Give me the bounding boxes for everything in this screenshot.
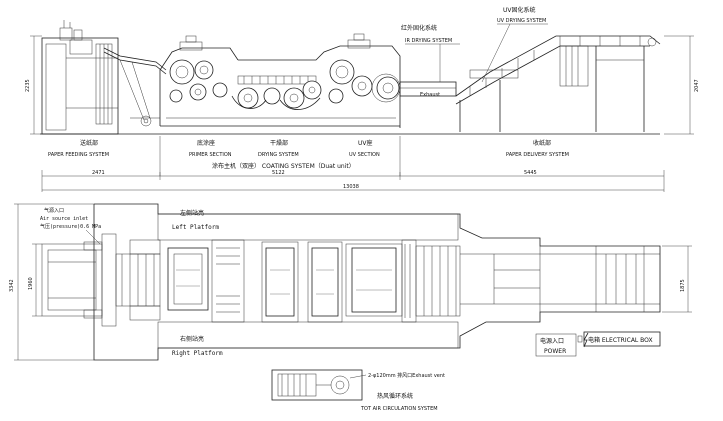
drying-label-en: DRYING SYSTEM xyxy=(258,152,299,158)
primer-rollers xyxy=(169,59,228,103)
hot-air-circulation-unit: 2-φ120mm 排风口Exhaust vent 热风循环系统 TOT AIR … xyxy=(271,369,445,412)
length-dimensions: 2471 5122 5445 13038 xyxy=(41,170,665,192)
width-dimension-outer: 3342 xyxy=(9,203,94,361)
uv-drying-callout: UV固化系统 UV DRYING SYSTEM xyxy=(481,6,548,83)
power-en: POWER xyxy=(544,348,566,355)
left-platform-cn: 左侧站亮 xyxy=(180,209,204,217)
dim-total: 13038 xyxy=(343,184,359,190)
uv-label-en: UV DRYING SYSTEM xyxy=(497,18,546,24)
plan-view: 左侧站亮 Left Platform 右侧站亮 Right Platform xyxy=(9,203,692,412)
air-source-inlet: 气源入口 Air source inlet 气压(pressure)0.6 MP… xyxy=(40,207,101,245)
coating-system-label: 涂布主机（双座） COATING SYSTEM（Duat unit） xyxy=(212,162,355,170)
feeding-label-en: PAPER FEEDING SYSTEM xyxy=(48,152,109,158)
delivery-label-cn: 收纸部 xyxy=(533,139,551,147)
coating-units-plan xyxy=(167,239,461,323)
air-pressure: 气压(pressure)0.6 MPa xyxy=(40,223,101,230)
feeding-label-cn: 送纸部 xyxy=(80,139,98,147)
power-inlet: 电源入口 POWER xyxy=(535,332,589,357)
uv-rollers xyxy=(328,59,400,104)
drying-rollers xyxy=(231,80,322,110)
right-platform-en: Right Platform xyxy=(172,350,223,357)
hot-air-en: TOT AIR CIRCULATION SYSTEM xyxy=(360,406,438,412)
ir-drying-callout: 红外固化系统 IR DRYING SYSTEM xyxy=(401,24,460,82)
right-platform-cn: 右侧站亮 xyxy=(180,335,204,343)
width-inner-label: 1960 xyxy=(28,277,34,290)
hot-air-cn: 热风循环系统 xyxy=(377,392,413,400)
air-inlet-cn: 气源入口 xyxy=(44,207,64,214)
uv-section-label-en: UV SECTION xyxy=(349,152,380,158)
width-dimension-inner: 1960 xyxy=(28,243,42,317)
width-outer-label: 3342 xyxy=(9,279,15,292)
electrical-box: 电箱 ELECTRICAL BOX xyxy=(583,331,661,347)
section-labels: 送纸部 PAPER FEEDING SYSTEM 底涂座 PRIMER SECT… xyxy=(48,136,569,176)
delivery-conveyor-plan xyxy=(460,246,660,312)
drying-label-cn: 干燥部 xyxy=(270,139,288,147)
left-platform-en: Left Platform xyxy=(172,224,219,231)
height-dimension-right: 2047 xyxy=(664,35,700,135)
left-platform: 左侧站亮 Left Platform xyxy=(157,209,459,241)
exhaust-vent-label: 2-φ120mm 排风口Exhaust vent xyxy=(368,372,445,379)
ir-label-cn: 红外固化系统 xyxy=(401,24,437,32)
exhaust-label: Exhaust xyxy=(420,92,440,98)
primer-label-en: PRIMER SECTION xyxy=(189,152,232,158)
power-cn: 电源入口 xyxy=(540,337,564,345)
delivery-label-en: PAPER DELIVERY SYSTEM xyxy=(506,152,569,158)
coating-unit-frame xyxy=(159,33,401,128)
height-right-label: 2047 xyxy=(694,79,700,92)
uv-section-label-cn: UV座 xyxy=(358,139,373,147)
side-view: 2235 2047 红外固化系统 IR DRYING SYSTEM UV固化系统… xyxy=(25,6,700,192)
plan-outline xyxy=(41,203,661,361)
paper-feeder-frame xyxy=(41,20,119,135)
lightning-icon xyxy=(583,332,589,348)
width-dimension-right: 1875 xyxy=(662,245,692,313)
uv-label-cn: UV固化系统 xyxy=(503,6,536,14)
width-right-label: 1875 xyxy=(680,279,686,292)
height-left-label: 2235 xyxy=(25,79,31,92)
ir-label-en: IR DRYING SYSTEM xyxy=(405,38,452,44)
dim-coating: 5122 xyxy=(272,170,285,176)
right-platform: 右侧站亮 Right Platform xyxy=(157,321,459,357)
electrical-box-label: 电箱 ELECTRICAL BOX xyxy=(588,336,653,344)
height-dimension-left: 2235 xyxy=(25,35,42,135)
dim-feed: 2471 xyxy=(92,170,105,176)
primer-label-cn: 底涂座 xyxy=(197,139,215,147)
dim-delivery: 5445 xyxy=(524,170,537,176)
air-inlet-en: Air source inlet xyxy=(40,216,88,222)
delivery-conveyor xyxy=(371,35,661,132)
infeed-conveyor xyxy=(103,47,167,127)
